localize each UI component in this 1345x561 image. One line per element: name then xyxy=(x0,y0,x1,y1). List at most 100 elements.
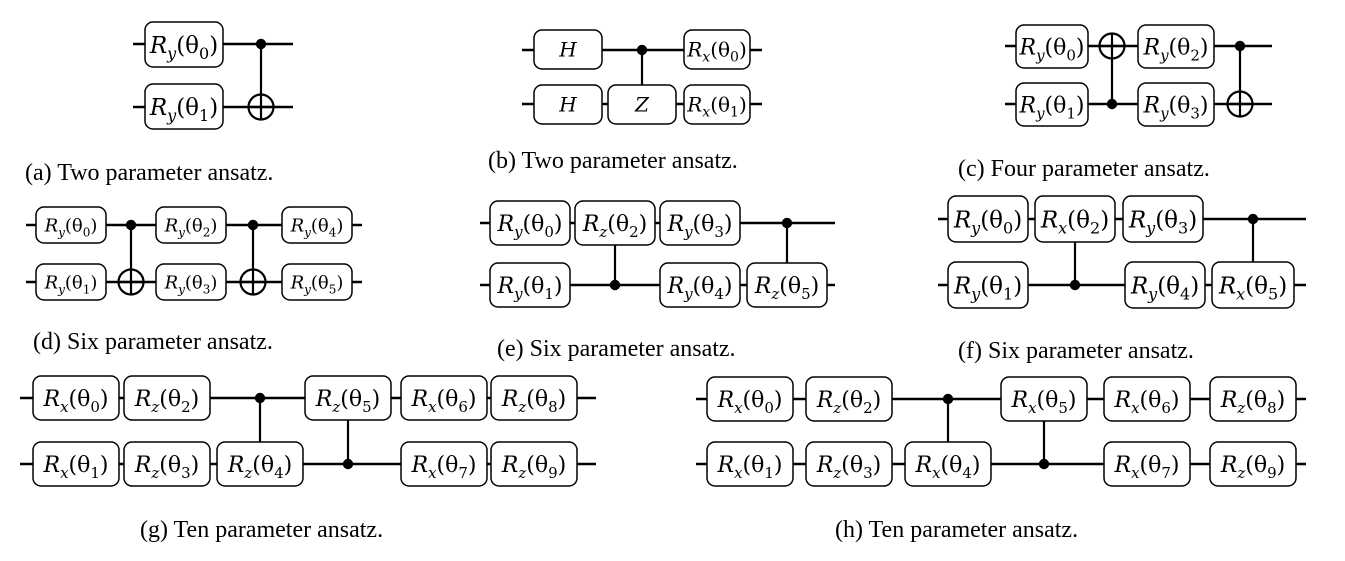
control-dot xyxy=(636,44,648,56)
gate-rz-theta3-label: Rz(θ3) xyxy=(816,453,881,482)
gate-rx-theta1: Rx(θ1) xyxy=(683,84,751,125)
gate-rx-theta0-label: Rx(θ0) xyxy=(716,388,782,417)
gate-ry-theta4: Ry(θ4) xyxy=(281,206,353,244)
gate-rx-theta7: Rx(θ7) xyxy=(400,441,488,487)
gate-ry-theta0-box xyxy=(144,21,224,68)
gate-ry-theta2-box xyxy=(1137,24,1215,69)
gate-rx-theta0-box xyxy=(683,29,751,70)
gate-h-q0-label: H xyxy=(558,38,577,62)
gate-rz-theta8-box xyxy=(1209,376,1297,422)
gate-ry-theta0: Ry(θ0) xyxy=(1015,24,1089,69)
gate-rz-theta2: Rz(θ2) xyxy=(123,375,211,421)
gate-rx-theta6-label: Rx(θ6) xyxy=(1113,388,1179,417)
control-dot xyxy=(125,219,137,231)
gate-rz-theta9-label: Rz(θ9) xyxy=(1220,453,1285,482)
controlled-rx-theta5-box xyxy=(1211,261,1295,309)
gate-ry-theta3-label: Ry(θ3) xyxy=(666,212,732,241)
control-dot xyxy=(609,279,621,291)
panel-e: Ry(θ0) Ry(θ1) Rz(θ2) Ry(θ3) Ry(θ4) Rz(θ5… xyxy=(480,200,835,362)
controlled-z-gate-box xyxy=(607,84,677,125)
gate-rx-theta7-box xyxy=(400,441,488,487)
controlled-rz-theta5: Rz(θ5) xyxy=(746,217,828,308)
caption-c: (c) Four parameter ansatz. xyxy=(958,156,1210,182)
gate-ry-theta1-box xyxy=(947,261,1029,309)
controlled-z-gate: Z xyxy=(607,44,677,125)
gate-h-q0: H xyxy=(533,29,603,70)
gate-rx-theta7-box xyxy=(1103,441,1191,487)
gate-ry-theta3-box xyxy=(155,263,227,301)
gate-rx-theta1-box xyxy=(683,84,751,125)
gate-ry-theta0-box xyxy=(1015,24,1089,69)
control-dot xyxy=(942,393,954,405)
gate-ry-theta0-label: Ry(θ0) xyxy=(1018,35,1084,64)
gate-ry-theta5-box xyxy=(281,263,353,301)
gate-rz-theta2-box xyxy=(805,376,893,422)
gate-ry-theta3-label: Ry(θ3) xyxy=(1142,93,1208,122)
controlled-rz-theta4: Rz(θ4) xyxy=(216,392,304,487)
gate-rz-theta8: Rz(θ8) xyxy=(490,375,578,421)
caption-h: (h) Ten parameter ansatz. xyxy=(835,517,1078,543)
gate-rx-theta7: Rx(θ7) xyxy=(1103,441,1191,487)
gate-ry-theta2-label: Ry(θ2) xyxy=(1142,35,1208,64)
controlled-rx-theta4: Rx(θ4) xyxy=(904,393,992,487)
gate-ry-theta0-label: Ry(θ0) xyxy=(44,215,98,239)
caption-e: (e) Six parameter ansatz. xyxy=(497,336,736,362)
gate-rx-theta6: Rx(θ6) xyxy=(400,375,488,421)
gate-h-q1-label: H xyxy=(558,93,577,117)
gate-ry-theta1-box xyxy=(1015,82,1089,127)
gate-ry-theta0-label: Ry(θ0) xyxy=(953,207,1022,237)
gate-rx-theta1-label: Rx(θ1) xyxy=(42,453,108,482)
gate-ry-theta4-box xyxy=(1124,261,1206,309)
gate-ry-theta2-label: Ry(θ2) xyxy=(164,215,218,239)
gate-ry-theta3: Ry(θ3) xyxy=(1122,195,1204,243)
gate-ry-theta0-label: Ry(θ0) xyxy=(496,212,562,241)
control-dot xyxy=(247,219,259,231)
controlled-rx-theta5-box xyxy=(1000,376,1088,422)
gate-rz-theta8-box xyxy=(490,375,578,421)
gate-ry-theta1-box xyxy=(144,83,224,130)
gate-ry-theta0-box xyxy=(947,195,1029,243)
gate-ry-theta0: Ry(θ0) xyxy=(489,200,571,246)
gate-rz-theta8: Rz(θ8) xyxy=(1209,376,1297,422)
gate-rz-theta3: Rz(θ3) xyxy=(123,441,211,487)
controlled-z-gate-label: Z xyxy=(634,93,650,117)
controlled-rx-theta2-box xyxy=(1034,195,1116,243)
gate-rx-theta6: Rx(θ6) xyxy=(1103,376,1191,422)
gate-rx-theta0-box xyxy=(32,375,120,421)
gate-rz-theta2-label: Rz(θ2) xyxy=(816,388,881,417)
gate-ry-theta1: Ry(θ1) xyxy=(947,261,1029,309)
gate-rx-theta6-label: Rx(θ6) xyxy=(410,387,476,416)
control-dot xyxy=(1234,40,1246,52)
gate-h-q0-box xyxy=(533,29,603,70)
gate-rx-theta1-box xyxy=(32,441,120,487)
gate-rz-theta9: Rz(θ9) xyxy=(490,441,578,487)
gate-ry-theta4: Ry(θ4) xyxy=(1124,261,1206,309)
gate-rx-theta0-label: Rx(θ0) xyxy=(42,387,108,416)
controlled-rz-theta5-label: Rz(θ5) xyxy=(754,274,819,303)
gate-rx-theta7-label: Rx(θ7) xyxy=(410,453,476,482)
gate-rx-theta0: Rx(θ0) xyxy=(683,29,751,70)
controlled-rz-theta5-box xyxy=(304,375,392,421)
controlled-rz-theta5-box xyxy=(746,262,828,308)
gate-ry-theta4: Ry(θ4) xyxy=(659,262,741,308)
control-dot xyxy=(1247,213,1259,225)
gate-ry-theta1-label: Ry(θ1) xyxy=(953,273,1022,303)
cnot-gate-2 xyxy=(1226,40,1254,118)
gate-ry-theta0: Ry(θ0) xyxy=(144,21,224,68)
cnot-gate-1 xyxy=(117,219,145,296)
gate-rx-theta1: Rx(θ1) xyxy=(706,441,794,487)
gate-ry-theta5: Ry(θ5) xyxy=(281,263,353,301)
controlled-rz-theta5-label: Rz(θ5) xyxy=(315,387,380,416)
panel-a: Ry(θ0) Ry(θ1) (a) Two parameter ansatz. xyxy=(25,21,293,186)
gate-h-q1: H xyxy=(533,84,603,125)
caption-b: (b) Two parameter ansatz. xyxy=(488,148,738,174)
controlled-rz-theta5: Rz(θ5) xyxy=(304,375,392,470)
gate-rx-theta7-label: Rx(θ7) xyxy=(1113,453,1179,482)
gate-ry-theta3: Ry(θ3) xyxy=(659,200,741,246)
gate-ry-theta0-box xyxy=(489,200,571,246)
gate-ry-theta2-box xyxy=(155,206,227,244)
panel-c: Ry(θ0) Ry(θ1) Ry(θ2) Ry(θ3) (c) Four par… xyxy=(958,24,1272,182)
caption-d: (d) Six parameter ansatz. xyxy=(33,329,273,355)
gate-ry-theta1-box xyxy=(489,262,571,308)
